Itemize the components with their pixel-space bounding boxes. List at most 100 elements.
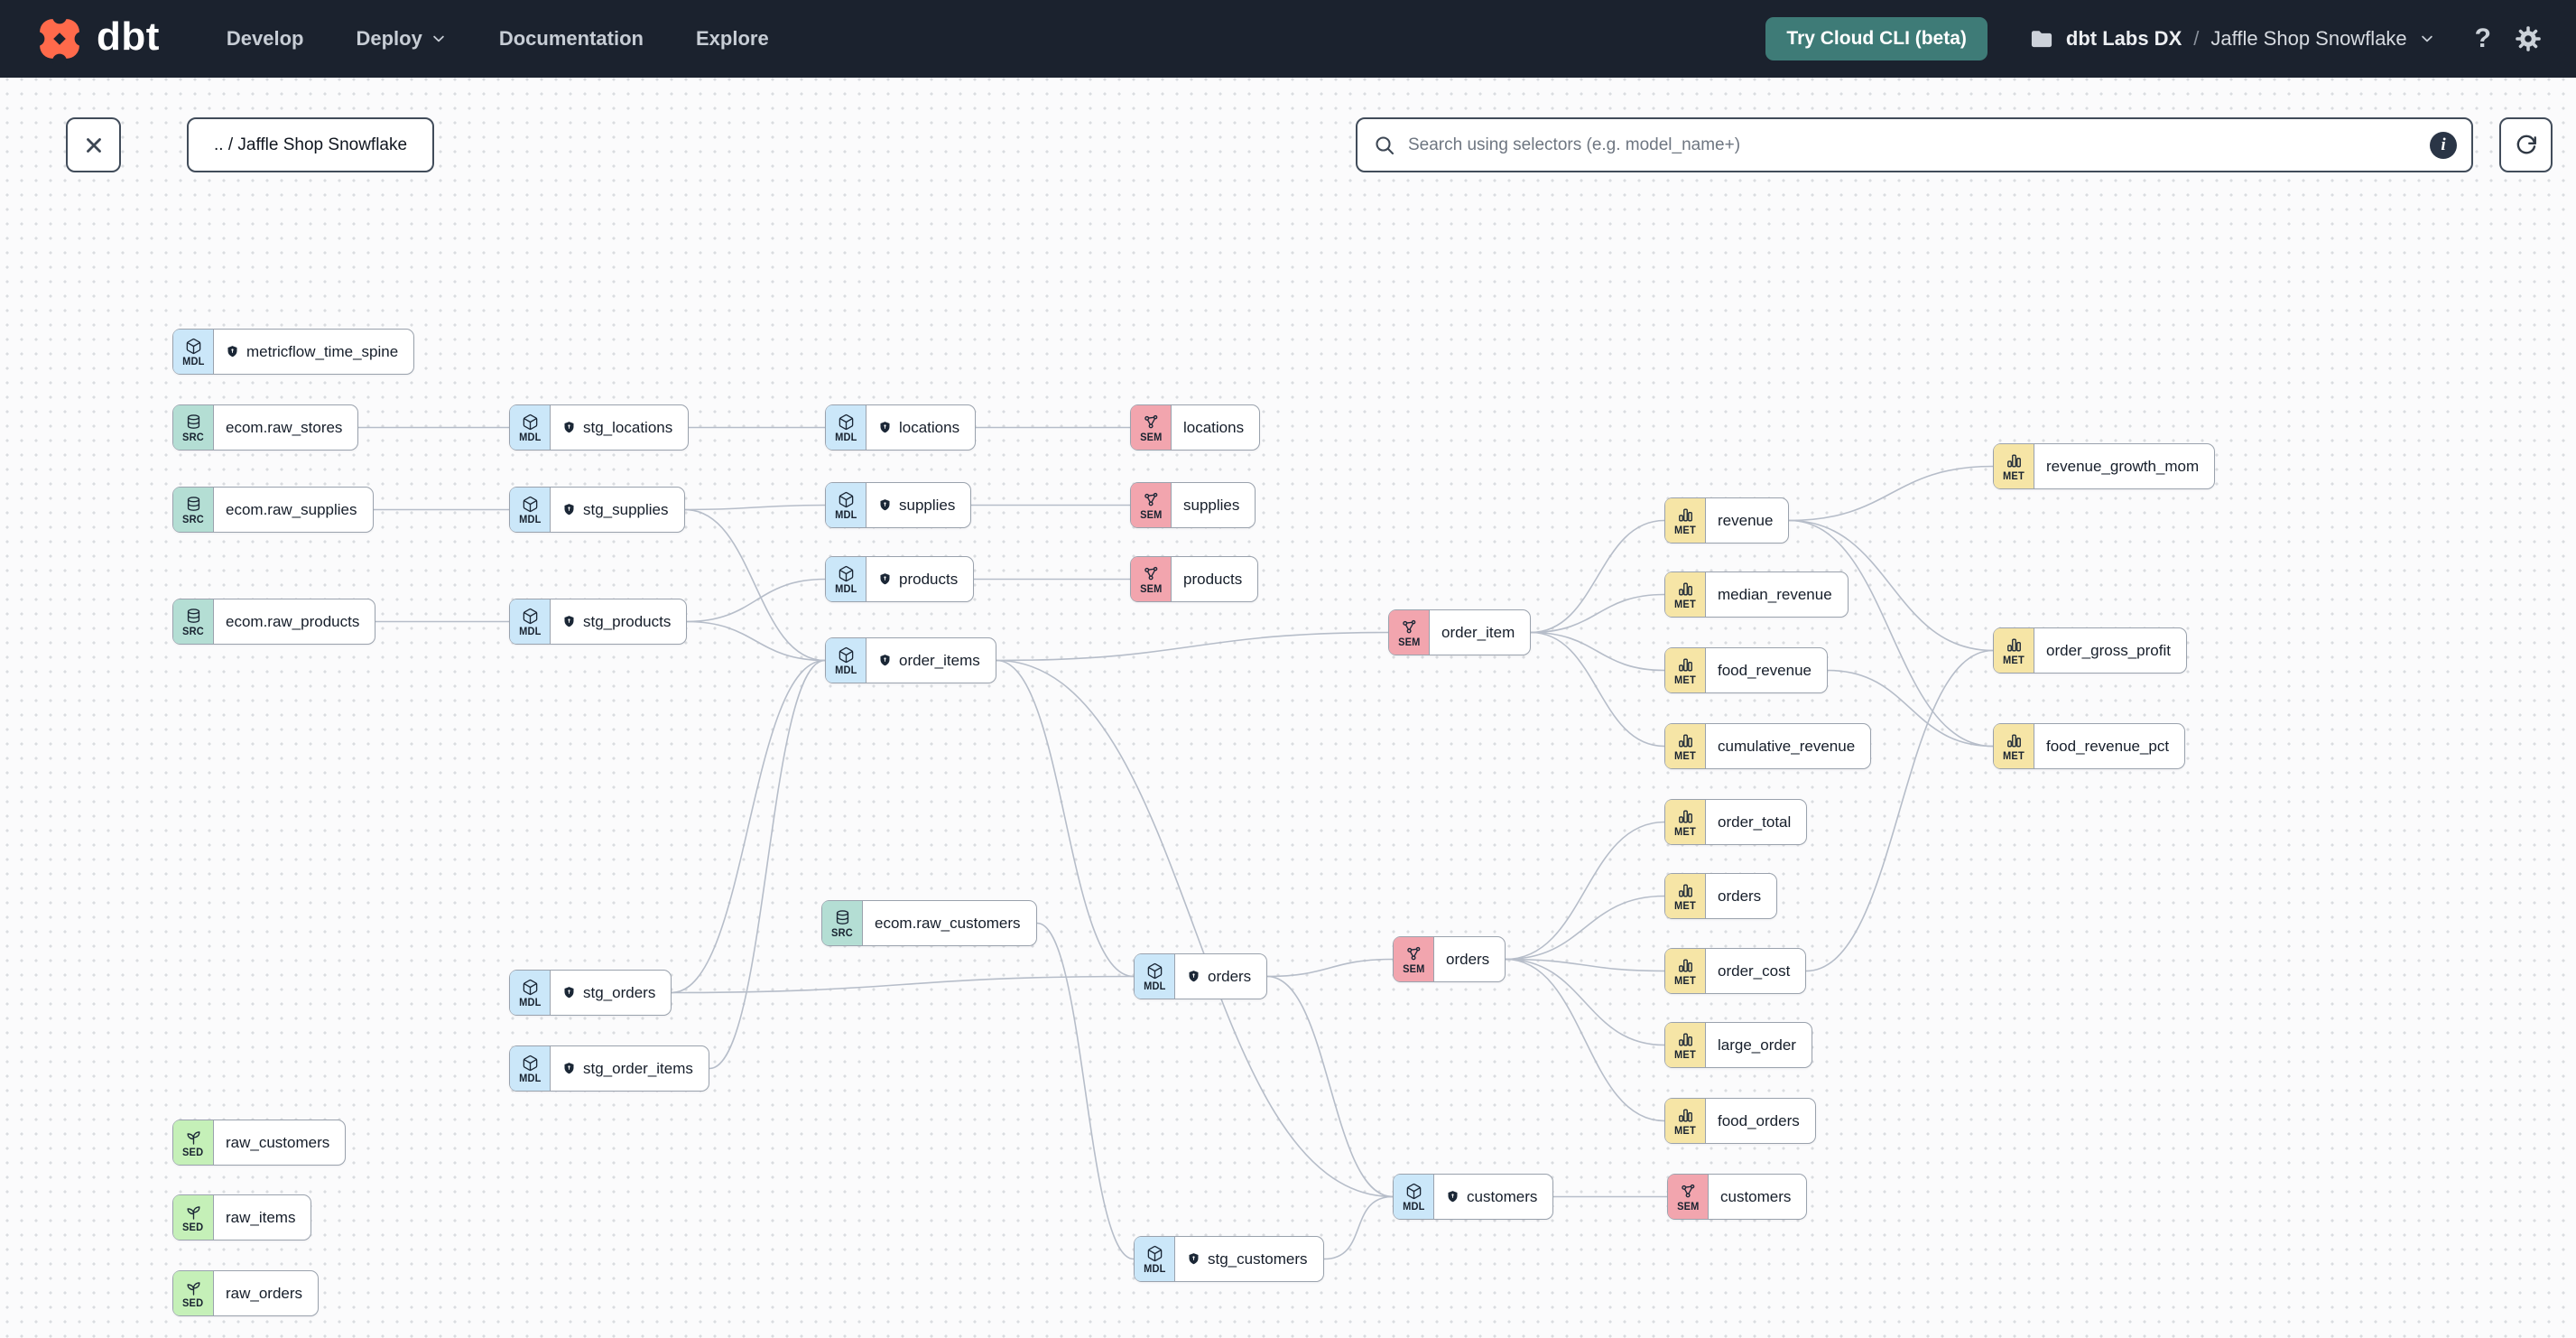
edge-orders_sem-food_orders	[1505, 958, 1665, 1122]
node-type-tag: SRC	[182, 430, 204, 443]
breadcrumb[interactable]: .. / Jaffle Shop Snowflake	[187, 117, 435, 172]
dbt-logo[interactable]: dbt	[34, 14, 160, 64]
bar-chart-icon	[1677, 1107, 1694, 1124]
node-type-tag: MDL	[518, 512, 542, 525]
node-type-tag: MET	[2003, 469, 2025, 482]
try-cloud-cli-button[interactable]: Try Cloud CLI (beta)	[1765, 17, 1988, 60]
node-type-badge: MET	[1994, 628, 2034, 673]
node-type-tag: MET	[1674, 898, 1696, 912]
node-stg_order_items[interactable]: MDL stg_order_items	[509, 1045, 709, 1092]
refresh-button[interactable]	[2499, 117, 2553, 172]
node-type-badge: MDL	[826, 638, 866, 683]
info-icon[interactable]: i	[2430, 131, 2457, 159]
search-input[interactable]	[1406, 134, 2419, 156]
node-orders_met[interactable]: MET orders	[1664, 873, 1778, 919]
edge-orders_mdl-orders_sem	[1266, 958, 1394, 978]
breadcrumb-separator: /	[2193, 27, 2200, 50]
shield-icon	[226, 345, 239, 358]
node-type-tag: MDL	[1143, 979, 1166, 992]
cube-icon	[522, 413, 539, 431]
node-label: food_orders	[1718, 1111, 1800, 1129]
cube-icon	[838, 413, 855, 431]
node-label: order_total	[1718, 813, 1792, 831]
node-type-tag: MDL	[1402, 1199, 1425, 1213]
edge-stg_customers-customers_mdl	[1323, 1195, 1394, 1260]
shield-icon	[1187, 970, 1200, 983]
dbt-logo-icon	[34, 14, 85, 64]
shield-icon	[562, 986, 576, 999]
edge-stg_orders-orders_mdl	[671, 975, 1135, 994]
database-icon	[834, 909, 851, 926]
node-type-badge: MDL	[173, 330, 214, 374]
bar-chart-icon	[1677, 732, 1694, 749]
nav-item-develop[interactable]: Develop	[226, 27, 304, 50]
nav-item-documentation[interactable]: Documentation	[498, 27, 644, 50]
chevron-down-icon	[2421, 35, 2432, 42]
cube-icon	[522, 608, 539, 625]
edge-order_item_sem-food_revenue	[1530, 631, 1665, 672]
node-label: cumulative_revenue	[1718, 737, 1856, 755]
edge-revenue-food_revenue_pct	[1788, 519, 1994, 748]
node-label: locations	[1183, 418, 1245, 436]
node-type-tag: MDL	[518, 1071, 542, 1084]
close-button[interactable]	[66, 117, 121, 172]
node-label: food_revenue	[1718, 661, 1812, 679]
node-type-tag: MET	[1674, 597, 1696, 610]
node-label: orders	[1208, 967, 1252, 985]
node-type-badge: MDL	[1135, 954, 1175, 999]
edge-order_items-customers_mdl	[996, 659, 1394, 1198]
nav-item-deploy[interactable]: Deploy	[357, 27, 447, 51]
settings-icon[interactable]	[2515, 25, 2542, 52]
node-type-tag: MDL	[518, 624, 542, 637]
node-orders_mdl[interactable]: MDL orders	[1134, 953, 1268, 999]
help-icon[interactable]: ?	[2474, 23, 2491, 53]
share-network-icon	[1405, 945, 1422, 962]
project-selector[interactable]: dbt Labs DX / Jaffle Shop Snowflake	[2029, 26, 2435, 51]
node-label: stg_order_items	[583, 1059, 693, 1077]
nav-item-explore[interactable]: Explore	[695, 27, 769, 50]
node-label: metricflow_time_spine	[246, 342, 399, 360]
node-label: ecom.raw_supplies	[226, 500, 357, 518]
node-type-tag: MDL	[518, 430, 542, 443]
node-label: orders	[1718, 887, 1762, 905]
bar-chart-icon	[1677, 581, 1694, 598]
sprout-icon	[185, 1203, 202, 1221]
node-metricflow_time_spine[interactable]: MDL metricflow_time_spine	[172, 329, 415, 375]
edge-orders_sem-order_total	[1505, 821, 1665, 961]
